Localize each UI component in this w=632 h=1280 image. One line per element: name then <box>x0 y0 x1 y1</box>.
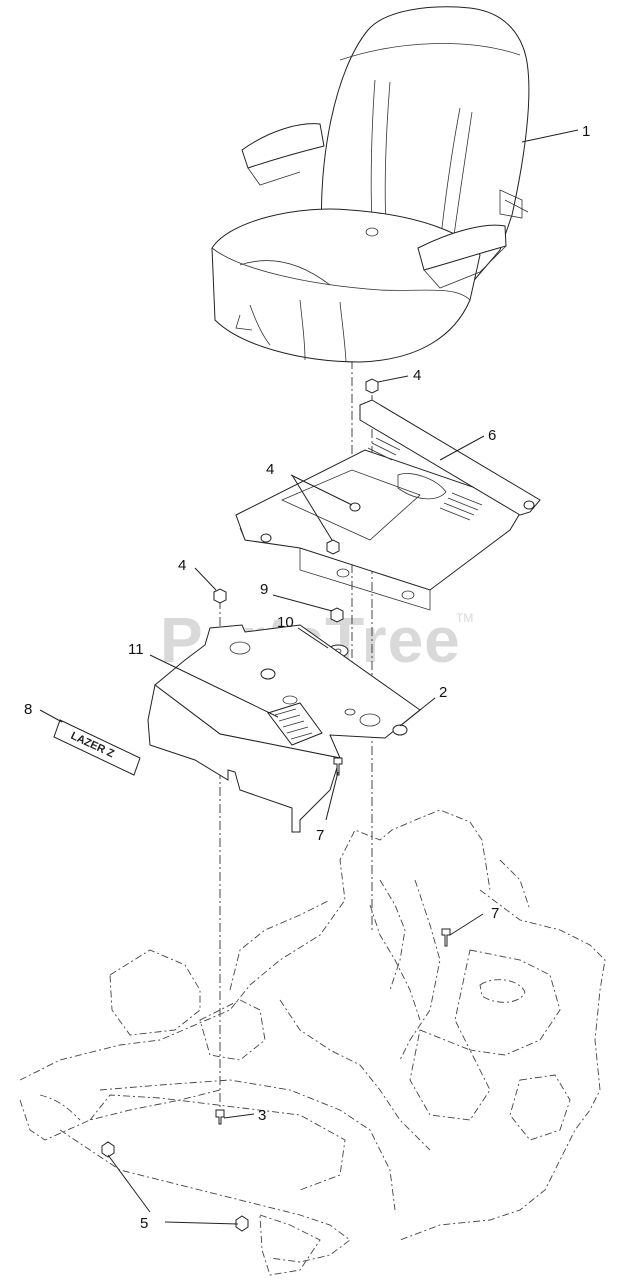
callout-4-pan: 4 <box>178 557 186 574</box>
leader-lines <box>39 129 579 1225</box>
callout-6: 6 <box>488 427 496 444</box>
emblem-part[interactable]: LAZER Z <box>53 719 141 776</box>
callout-5: 5 <box>140 1215 148 1232</box>
callout-4-top: 4 <box>413 367 421 384</box>
seat-part[interactable] <box>211 6 530 363</box>
callout-7-pan: 7 <box>316 827 324 844</box>
watermark-trademark: TM <box>456 611 473 625</box>
decal-part[interactable] <box>267 702 323 746</box>
callout-2: 2 <box>439 684 447 701</box>
callout-7-frame: 7 <box>491 905 499 922</box>
callout-8: 8 <box>24 701 32 718</box>
callout-1: 1 <box>582 123 590 140</box>
nut-hardware[interactable] <box>213 378 379 604</box>
callout-9: 9 <box>260 581 268 598</box>
callout-11: 11 <box>128 641 144 658</box>
callout-10: 10 <box>277 614 294 631</box>
bolt-hardware[interactable] <box>101 757 451 1232</box>
mower-frame <box>19 809 606 1276</box>
seat-plate-part[interactable] <box>235 399 541 611</box>
seat-mount-pan-part[interactable] <box>147 624 421 833</box>
callout-labels: 1 4 6 4 4 9 10 11 2 8 7 7 3 5 <box>24 123 590 1232</box>
callout-3: 3 <box>258 1107 266 1124</box>
spacer-hardware[interactable] <box>330 607 344 623</box>
callout-4-plate: 4 <box>266 461 274 478</box>
